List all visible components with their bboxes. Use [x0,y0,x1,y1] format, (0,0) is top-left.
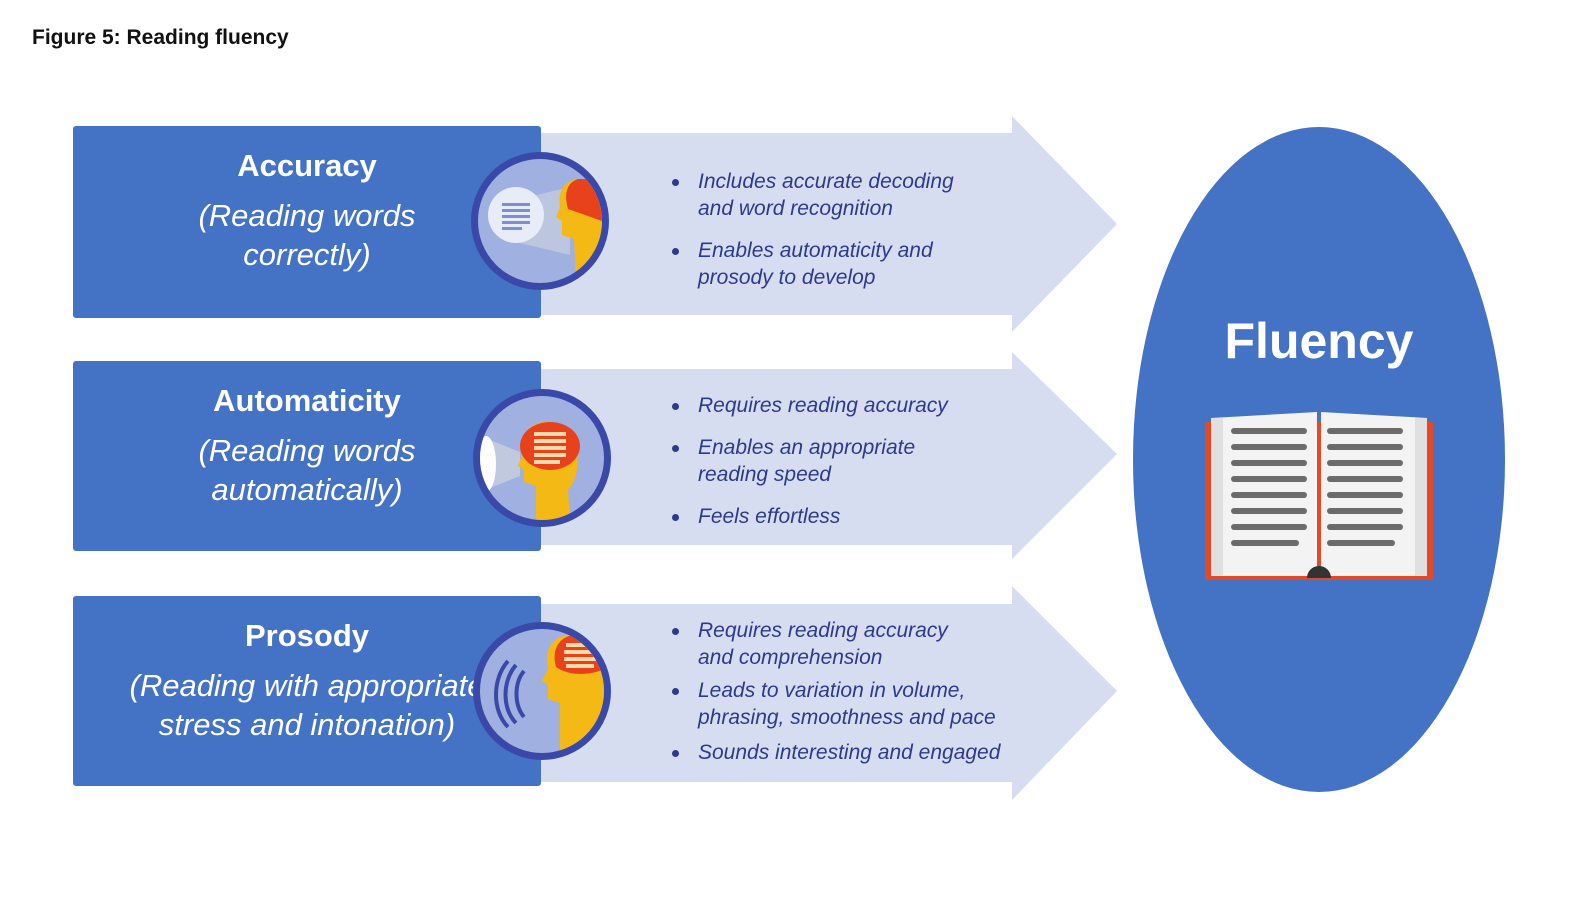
eye-text-icon [471,152,609,290]
automaticity-subtitle-line1: (Reading words [198,433,416,468]
bullet-item: Requires reading accuracy [672,392,948,419]
bullet-item: Sounds interesting and engaged [672,739,1000,766]
accuracy-row: Accuracy (Reading words correctly) Inclu… [0,116,1160,366]
fluency-label: Fluency [1224,313,1414,369]
automaticity-subtitle: (Reading words automatically) [73,431,541,509]
prosody-subtitle-line2: stress and intonation) [158,707,456,742]
head-speaking-icon [473,622,611,760]
automaticity-bullets: Requires reading accuracy Enables an app… [672,392,948,545]
prosody-heading: Prosody [244,618,370,653]
accuracy-subtitle: (Reading words correctly) [73,196,541,274]
head-thinking-icon [473,389,611,527]
accuracy-subtitle-line1: (Reading words [198,198,416,233]
prosody-arrow [520,586,1117,800]
accuracy-box: Accuracy (Reading words correctly) [73,126,541,318]
prosody-row: Prosody (Reading with appropriate stress… [0,586,1160,836]
prosody-box: Prosody (Reading with appropriate stress… [73,596,541,786]
automaticity-heading: Automaticity [213,383,401,418]
accuracy-heading: Accuracy [237,148,377,183]
open-book-icon [1205,412,1433,580]
bullet-item: Feels effortless [672,503,948,530]
figure-title: Figure 5: Reading fluency [32,26,289,49]
automaticity-box: Automaticity (Reading words automaticall… [73,361,541,551]
bullet-item: Leads to variation in volume,phrasing, s… [672,677,1000,731]
prosody-subtitle: (Reading with appropriate stress and int… [73,666,541,744]
accuracy-subtitle-line2: correctly) [243,237,371,272]
accuracy-arrow [520,116,1117,332]
automaticity-subtitle-line2: automatically) [211,472,403,507]
automaticity-arrow [520,352,1117,559]
prosody-subtitle-line1: (Reading with appropriate [129,668,485,703]
automaticity-row: Automaticity (Reading words automaticall… [0,352,1160,602]
